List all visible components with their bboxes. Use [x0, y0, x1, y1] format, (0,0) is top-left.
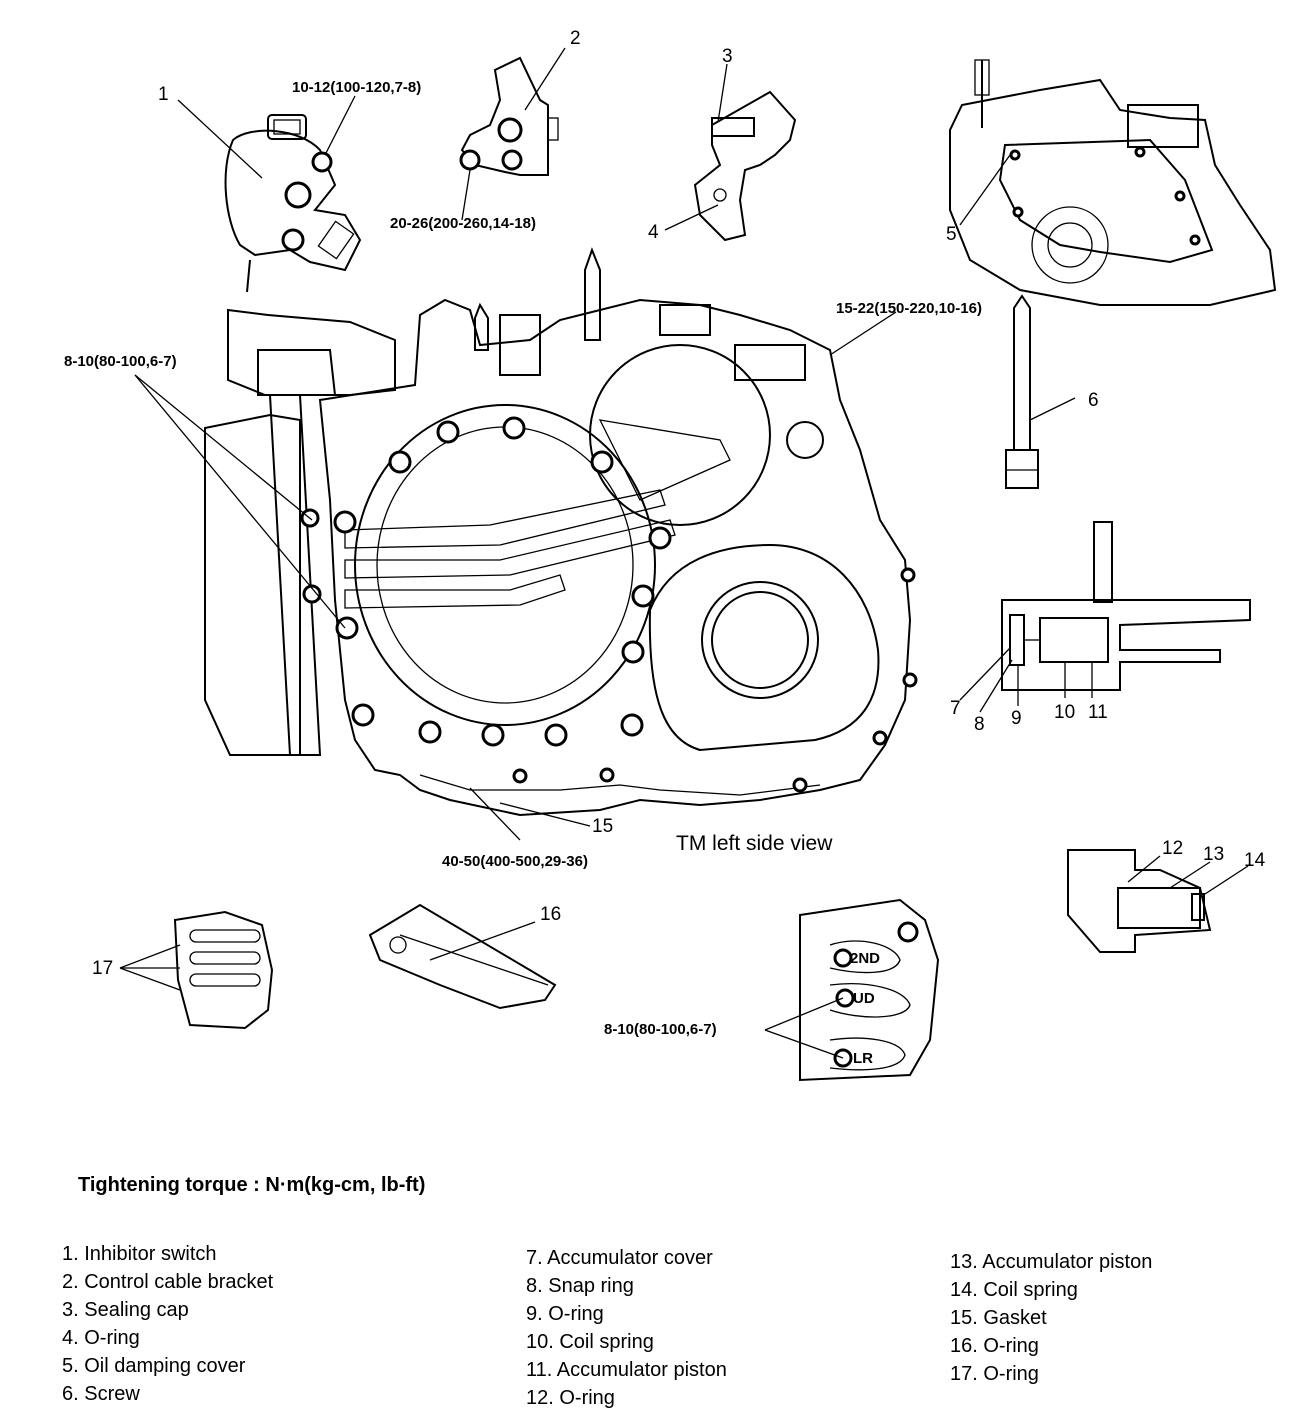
torque-spec-3: 15-22(150-220,10-16) [836, 300, 982, 317]
legend-item: 9. O-ring [526, 1303, 604, 1325]
legend-item: 14. Coil spring [950, 1279, 1078, 1301]
legend-item: 4. O-ring [62, 1327, 140, 1349]
valve-body-detail-drawing [799, 898, 940, 1082]
oil-damping-cover-drawing [949, 59, 1277, 306]
torque-spec-4: 8-10(80-100,6-7) [64, 353, 177, 370]
control-cable-bracket-drawing [459, 56, 559, 176]
callout-1: 1 [158, 84, 169, 105]
callout-5: 5 [946, 224, 957, 245]
legend-item: 17. O-ring [950, 1363, 1039, 1385]
callout-10: 10 [1054, 702, 1075, 723]
callout-15: 15 [592, 816, 613, 837]
legend-item: 1. Inhibitor switch [62, 1243, 217, 1265]
callout-9: 9 [1011, 708, 1022, 729]
accumulator-detail-drawing [1001, 521, 1251, 691]
callout-17: 17 [92, 958, 113, 979]
legend-item: 10. Coil spring [526, 1331, 654, 1353]
legend-item: 12. O-ring [526, 1387, 615, 1409]
callout-14: 14 [1244, 850, 1266, 871]
callout-numbers: 1 2 3 4 5 6 7 8 9 10 11 12 13 14 15 16 1… [92, 28, 1266, 979]
callout-12: 12 [1162, 838, 1183, 859]
view-label: TM left side view [676, 832, 833, 855]
sealing-cap-drawing [693, 90, 797, 242]
screw-drawing [1005, 294, 1039, 489]
callout-6: 6 [1088, 390, 1099, 411]
accumulator-detail-2-drawing [1067, 849, 1212, 953]
callout-16: 16 [540, 904, 561, 925]
legend-column-2: 7. Accumulator cover 8. Snap ring 9. O-r… [526, 1244, 727, 1412]
legend-item: 13. Accumulator piston [950, 1251, 1153, 1273]
legend-item: 5. Oil damping cover [62, 1355, 246, 1377]
legend-item: 16. O-ring [950, 1335, 1039, 1357]
callout-4: 4 [648, 222, 659, 243]
callout-3: 3 [722, 46, 733, 67]
callout-8: 8 [974, 714, 985, 735]
torque-spec-1: 10-12(100-120,7-8) [292, 79, 421, 96]
legend-item: 8. Snap ring [526, 1275, 634, 1297]
callout-13: 13 [1203, 844, 1224, 865]
case-bolts [300, 416, 918, 793]
valve-label-lr: LR [853, 1050, 873, 1067]
leader-lines [119, 47, 1249, 1059]
valve-label-ud: UD [853, 990, 875, 1007]
inhibitor-switch-drawing [224, 114, 362, 293]
legend-item: 6. Screw [62, 1383, 140, 1405]
torque-spec-5: 40-50(400-500,29-36) [442, 853, 588, 870]
callout-2: 2 [570, 28, 581, 49]
o-ring-16-drawing [368, 903, 557, 1010]
torque-spec-6: 8-10(80-100,6-7) [604, 1021, 717, 1038]
legend-item: 11. Accumulator piston [526, 1359, 727, 1381]
valve-label-2nd: 2ND [850, 950, 880, 967]
legend-item: 15. Gasket [950, 1307, 1047, 1329]
torque-specs: 10-12(100-120,7-8) 20-26(200-260,14-18) … [64, 79, 982, 1038]
o-ring-17-drawing [173, 910, 274, 1030]
callout-11: 11 [1088, 702, 1108, 723]
legend-item: 7. Accumulator cover [526, 1247, 713, 1269]
legend-title: Tightening torque : N·m(kg-cm, lb-ft) [78, 1174, 426, 1196]
valve-body-labels: 2ND UD LR [850, 950, 880, 1067]
transmission-case-drawing [204, 247, 912, 817]
legend-column-1: 1. Inhibitor switch 2. Control cable bra… [62, 1240, 273, 1408]
callout-7: 7 [950, 698, 961, 719]
legend-column-3: 13. Accumulator piston 14. Coil spring 1… [950, 1248, 1152, 1388]
legend-item: 3. Sealing cap [62, 1299, 189, 1321]
legend-item: 2. Control cable bracket [62, 1271, 274, 1293]
torque-spec-2: 20-26(200-260,14-18) [390, 215, 536, 232]
